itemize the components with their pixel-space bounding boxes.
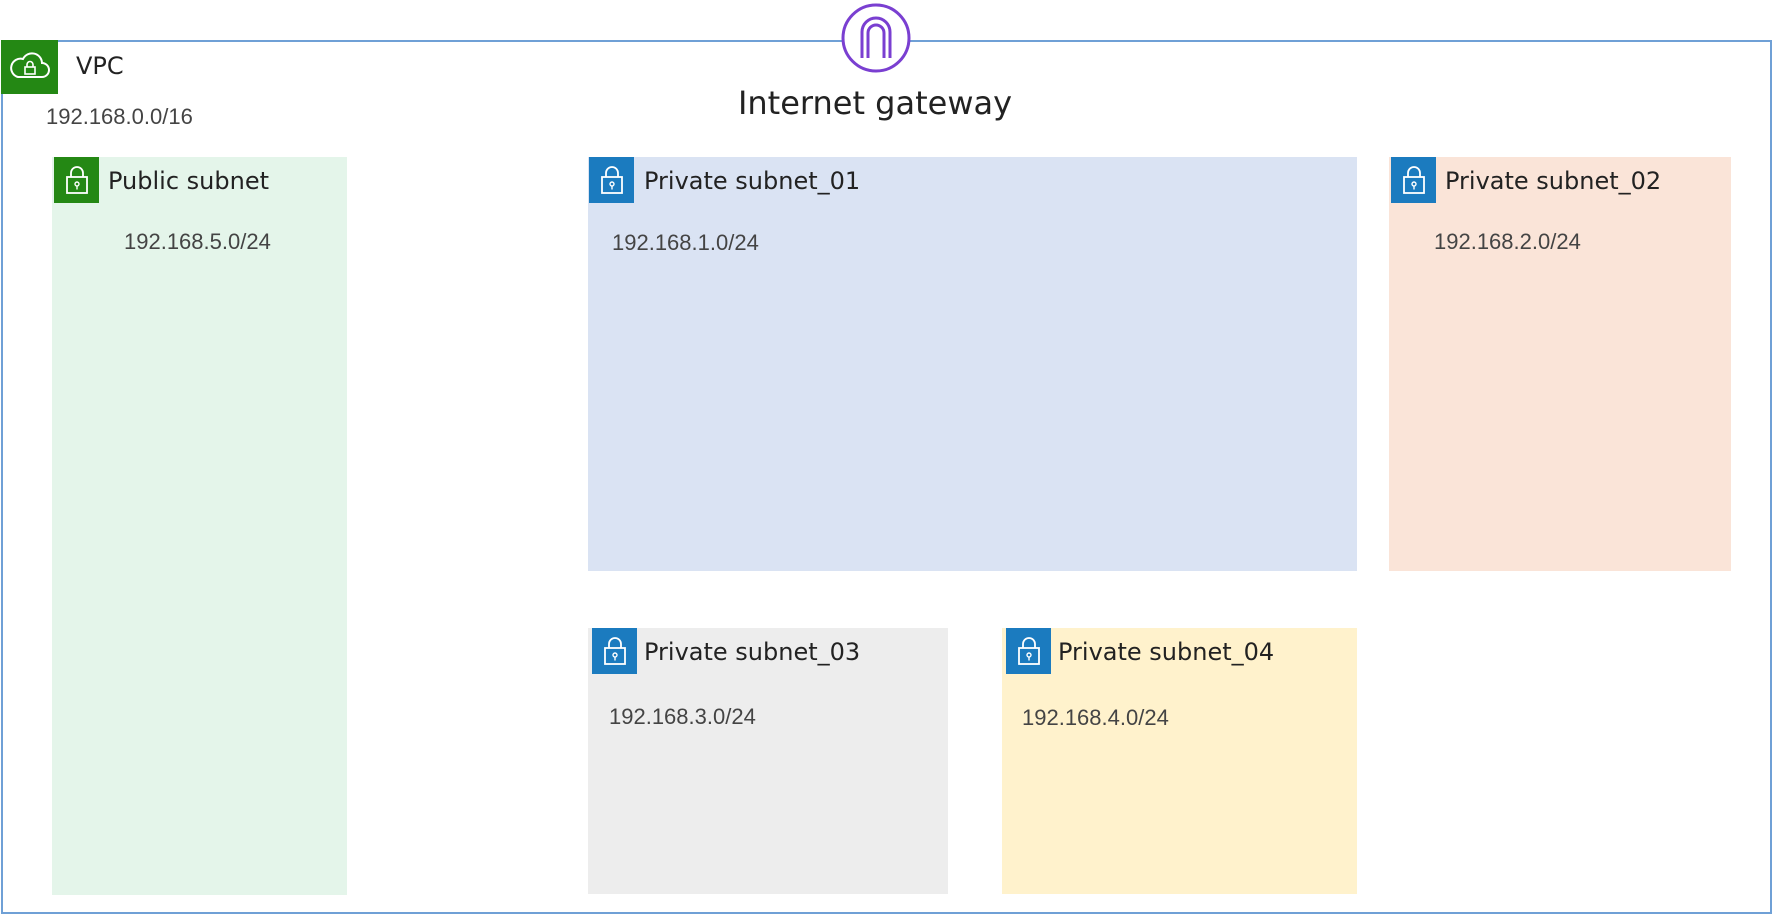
subnet-cidr: 192.168.2.0/24 bbox=[1434, 229, 1581, 254]
vpc-cidr: 192.168.0.0/16 bbox=[46, 104, 193, 129]
subnet-cidr: 192.168.3.0/24 bbox=[609, 704, 756, 729]
vpc-label: VPC bbox=[76, 52, 124, 80]
subnet-title: Private subnet_03 bbox=[644, 638, 861, 666]
subnet-title: Private subnet_02 bbox=[1445, 167, 1662, 195]
subnet-title: Private subnet_01 bbox=[644, 167, 861, 195]
private-subnet-03: Private subnet_03 192.168.3.0/24 bbox=[588, 628, 948, 894]
public-subnet: Public subnet 192.168.5.0/24 bbox=[52, 157, 347, 895]
lock-icon bbox=[592, 628, 637, 674]
internet-gateway-label: Internet gateway bbox=[737, 84, 1013, 122]
lock-icon bbox=[1391, 157, 1436, 203]
subnet-cidr: 192.168.5.0/24 bbox=[124, 229, 271, 254]
vpc-cloud-lock-icon bbox=[1, 40, 58, 94]
subnet-title: Private subnet_04 bbox=[1058, 638, 1275, 666]
private-subnet-02: Private subnet_02 192.168.2.0/24 bbox=[1389, 157, 1731, 571]
private-subnet-01: Private subnet_01 192.168.1.0/24 bbox=[588, 157, 1357, 571]
private-subnet-04: Private subnet_04 192.168.4.0/24 bbox=[1002, 628, 1357, 894]
lock-icon bbox=[1006, 628, 1051, 674]
lock-icon bbox=[54, 157, 99, 203]
internet-gateway-icon bbox=[840, 2, 912, 74]
subnet-cidr: 192.168.1.0/24 bbox=[612, 230, 759, 255]
subnet-title: Public subnet bbox=[108, 167, 269, 195]
lock-icon bbox=[589, 157, 634, 203]
subnet-cidr: 192.168.4.0/24 bbox=[1022, 705, 1169, 730]
